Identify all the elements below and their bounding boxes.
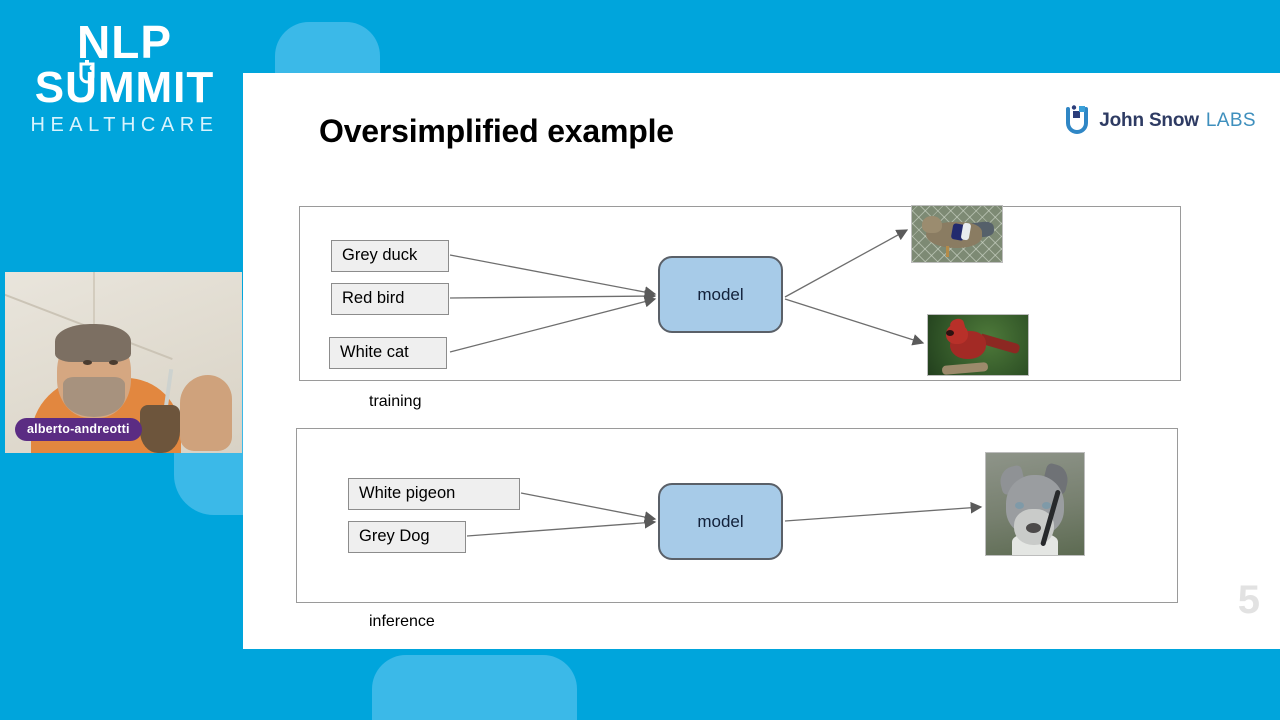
logo-line-nlp: NLP — [77, 16, 172, 68]
training-model-box[interactable]: model — [658, 256, 783, 333]
inference-input-white-pigeon[interactable]: White pigeon — [348, 478, 520, 510]
slide-page-number: 5 — [1237, 578, 1260, 622]
presenter-webcam-tile[interactable]: alberto-andreotti — [5, 272, 242, 453]
logo-line-healthcare: HEALTHCARE — [30, 114, 219, 136]
grey-dog-photo — [985, 452, 1085, 556]
background-shape-bottom — [372, 655, 577, 720]
mate-gourd — [140, 405, 180, 453]
red-cardinal-photo — [927, 314, 1029, 376]
presenter-eye-left — [83, 360, 92, 365]
training-caption: training — [369, 393, 422, 410]
inference-model-box[interactable]: model — [658, 483, 783, 560]
john-snow-labs-suffix: LABS — [1205, 110, 1256, 131]
presenter-hair — [55, 324, 131, 362]
training-input-white-cat[interactable]: White cat — [329, 337, 447, 369]
page-title: Oversimplified example — [319, 113, 674, 149]
nlp-summit-logo: NLP SUMMIT HEALTHCARE — [22, 18, 227, 143]
slide-panel[interactable]: Oversimplified example John Snow LABS Gr… — [243, 73, 1280, 649]
presenter-hand — [180, 375, 232, 451]
training-input-red-bird[interactable]: Red bird — [331, 283, 449, 315]
john-snow-labs-icon — [1066, 105, 1089, 134]
logo-line-summit: SUMMIT — [34, 63, 215, 112]
inference-input-grey-dog[interactable]: Grey Dog — [348, 521, 466, 553]
presenter-beard — [63, 377, 125, 417]
training-input-grey-duck[interactable]: Grey duck — [331, 240, 449, 272]
flask-icon — [79, 60, 94, 84]
grey-duck-photo — [911, 205, 1003, 263]
presenter-name-badge: alberto-andreotti — [15, 418, 142, 441]
john-snow-labs-logo: John Snow LABS — [1062, 105, 1256, 137]
john-snow-labs-name: John Snow — [1099, 110, 1199, 131]
presenter-eye-right — [109, 360, 118, 365]
inference-caption: inference — [369, 613, 435, 630]
